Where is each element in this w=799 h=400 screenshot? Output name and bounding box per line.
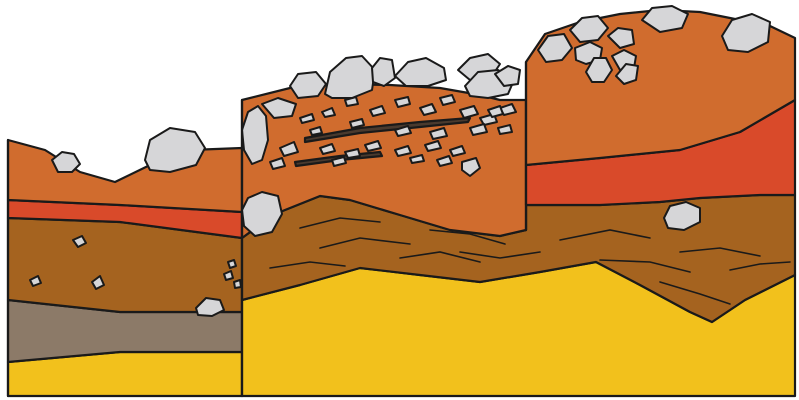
clast [228, 260, 236, 268]
clast [224, 271, 233, 280]
boulder [52, 152, 80, 172]
clast [395, 97, 410, 107]
clast [234, 280, 241, 288]
left-block [8, 128, 242, 396]
boulder [145, 128, 205, 172]
clast [440, 95, 455, 105]
boulder [395, 58, 446, 86]
boulder [325, 56, 375, 98]
left-orange-layer [8, 140, 242, 212]
boulder [372, 58, 395, 86]
boulder [664, 202, 700, 230]
